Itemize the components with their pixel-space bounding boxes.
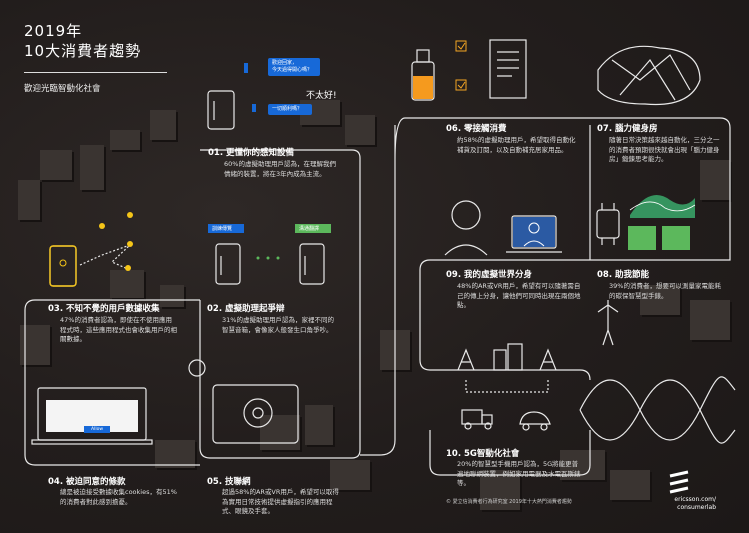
trend-06-title: 06. 零接觸消費 — [446, 124, 507, 134]
voice-icon — [244, 63, 248, 73]
voice-icon — [252, 104, 256, 112]
trend-09-title: 09. 我的虛擬世界分身 — [446, 270, 533, 280]
trend-07-title: 07. 腦力健身房 — [597, 124, 658, 134]
trend-08-body: 39%的消費者，想要可以測量家電能耗的碳保智慧型手錶。 — [609, 282, 721, 300]
bg-block — [690, 300, 730, 340]
bg-block — [40, 150, 72, 180]
bg-block — [110, 130, 140, 150]
chat-reply: 不太好! — [306, 91, 337, 101]
bg-block — [18, 180, 40, 220]
bg-block — [640, 285, 680, 315]
trend-01-body: 60%的虛擬助理用戶認為，在理解我們情緒的裝置，將在3年內成為主流。 — [224, 160, 336, 178]
trend-03-body: 47%的消費者認為，即使在不使用應用程式時，這些應用程式也會收集用戶的相關數據。 — [60, 316, 177, 343]
bg-block — [260, 415, 300, 450]
welcome-text: 歡迎光臨智動化社會 — [24, 84, 101, 94]
bg-block — [610, 470, 650, 500]
brand-line-1: ericsson.com/ — [674, 496, 716, 503]
trend-04-body: 總是被迫接受數據收集cookies，有51%的消費者對此感到擔憂。 — [60, 488, 177, 506]
trend-10-body: 20%的智慧型手機用戶認為，5G將能更普遍地聯網裝置，例如家用電器及水電瓦斯錶等… — [457, 460, 581, 487]
trend-07-body: 隨著日常決策越來越自動化，三分之一的消費者預期很快就會出現「腦力健身房」鍛鍊思考… — [609, 136, 720, 163]
trend-05-title: 05. 技聯網 — [207, 477, 251, 487]
trend-08-title: 08. 助我節能 — [597, 270, 650, 280]
bg-block — [330, 460, 370, 490]
brand-line-2: consumerlab — [677, 504, 716, 511]
bg-block — [700, 160, 730, 200]
title-divider — [24, 72, 167, 73]
trend-02-title: 02. 虛擬助理起爭辯 — [207, 304, 285, 314]
trend-05-body: 超過58%的AR或VR用戶，希望可以取得為實用日常技術提供虛擬指引的應用程式、眼… — [222, 488, 339, 515]
bg-block — [480, 470, 520, 510]
bg-block — [305, 405, 333, 445]
title-year: 2019年 — [24, 22, 83, 40]
brand-link[interactable]: ericsson.com/ consumerlab — [662, 496, 716, 512]
bg-block — [80, 145, 104, 190]
trend-02-body: 31%的虛擬助理用戶認為，家裡不同的智慧音箱，會像家人般發生口角爭吵。 — [222, 316, 334, 334]
dialog-allow-button[interactable]: Allow — [90, 427, 103, 432]
bg-block — [110, 270, 144, 298]
tag-training: 訓練傳覽 — [212, 226, 233, 232]
trend-01-title: 01. 更懂你的感知設備 — [208, 148, 295, 158]
bg-block — [160, 285, 184, 307]
bg-block — [155, 440, 195, 468]
title-main: 10大消費者趨勢 — [24, 42, 142, 60]
trend-09-body: 48%的AR或VR用戶，希望有可以隨著需自己的傳上分身，讓他們可同時出現在兩個地… — [457, 282, 581, 309]
bg-block — [150, 110, 176, 140]
trend-10-title: 10. 5G智動化社會 — [446, 449, 520, 459]
trend-06-body: 約58%的虛擬助理用戶，希望取得自動化補貨及訂閱，以及自動補充居家用品。 — [457, 136, 576, 154]
trend-04-title: 04. 被迫同意的條款 — [48, 477, 126, 487]
chat-bubble-greeting: 歡迎回家， 今天過得開心嗎？ — [268, 58, 320, 76]
trend-03-title: 03. 不知不覺的用戶數據收集 — [48, 304, 160, 314]
ericsson-logo-icon — [669, 470, 689, 494]
source-note: © 愛立信消費者行為研究室 2019年十大熱門消費者趨勢 — [446, 499, 572, 505]
chat-bubble-question: 一切順利嗎？ — [268, 104, 312, 115]
bg-block — [345, 115, 375, 145]
tag-communication: 溝通翻譯 — [299, 226, 320, 232]
